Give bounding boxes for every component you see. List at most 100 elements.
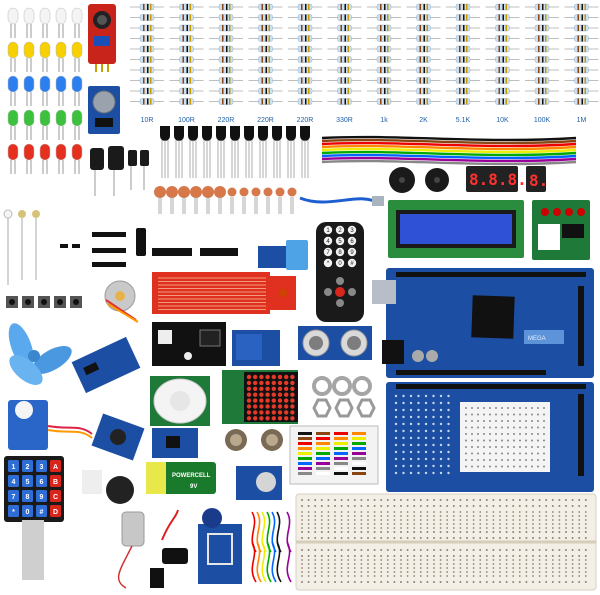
resistor-value-label: 220R (218, 117, 235, 124)
led (7, 41, 19, 59)
jumper-wire (321, 159, 577, 166)
matrix-dot (265, 398, 270, 403)
led-assortment (7, 7, 83, 174)
servo-motor (8, 400, 93, 450)
dupont-jumper-wires (321, 135, 577, 169)
matrix-dot (259, 380, 264, 386)
ceramic-capacitor (214, 186, 226, 198)
matrix-dot (253, 398, 258, 403)
led-dot-matrix (222, 370, 298, 424)
keypad-key (22, 475, 33, 487)
matrix-dot (277, 410, 283, 415)
matrix-dot (271, 416, 276, 421)
keypad-key-label: A (53, 464, 58, 471)
remote-key (335, 247, 345, 257)
jumper-wire (256, 541, 262, 583)
transistor (202, 126, 212, 141)
led (7, 75, 19, 93)
led (7, 7, 19, 25)
matrix-dot (259, 410, 264, 415)
resistor-value-label: 100K (534, 117, 551, 124)
keypad-key-label: 2 (26, 464, 30, 471)
matrix-dot (277, 380, 283, 386)
matrix-dot (277, 398, 283, 403)
flame-sensor-module (71, 336, 141, 394)
keypad-key-label: # (40, 509, 44, 516)
keypad-key (50, 475, 61, 487)
pin-headers (92, 228, 238, 267)
keypad-key-label: D (53, 509, 58, 516)
nuts-and-washers (312, 376, 376, 418)
jumper-wire (321, 147, 577, 154)
remote-key-label: 2 (338, 228, 342, 234)
matrix-dot (277, 374, 283, 380)
led (23, 41, 35, 59)
transistor (244, 126, 254, 141)
remote-key (347, 258, 357, 268)
ceramic-capacitors (154, 186, 297, 214)
matrix-dot (259, 416, 264, 421)
led (55, 109, 67, 127)
matrix-dot (284, 380, 289, 386)
led (55, 75, 67, 93)
remote-key (323, 247, 333, 257)
matrix-dot (284, 392, 289, 397)
keypad-key-label: * (12, 509, 15, 516)
matrix-dot (246, 392, 252, 397)
jumper-wire (321, 144, 577, 151)
matrix-dot (284, 404, 289, 409)
matrix-dot (284, 374, 289, 380)
matrix-dot (290, 374, 295, 380)
resistor-assortment (130, 3, 599, 105)
matrix-dot (271, 374, 276, 380)
keypad-key-label: C (53, 494, 58, 501)
led (71, 109, 83, 127)
matrix-dot (253, 374, 258, 380)
keypad-key (22, 490, 33, 502)
ceramic-capacitor (154, 186, 166, 198)
remote-key (347, 236, 357, 246)
keypad-key (50, 490, 61, 502)
led (23, 109, 35, 127)
ultrasonic-sensor (298, 326, 372, 360)
breadboards (295, 493, 597, 591)
ceramic-capacitor (227, 187, 237, 197)
joystick-cap (82, 470, 134, 504)
jumper-wire (271, 541, 277, 583)
matrix-dot (259, 398, 264, 403)
matrix-dot (246, 374, 252, 380)
matrix-dot (246, 398, 252, 403)
ceramic-capacitor (190, 186, 202, 198)
matrix-dot (277, 386, 283, 391)
led (39, 143, 51, 161)
arduino-mega-board: MEGA (372, 268, 594, 378)
matrix-dot (246, 380, 252, 386)
ceramic-capacitor (263, 187, 273, 197)
prototype-shield (386, 382, 594, 492)
rotary-encoder (236, 466, 282, 500)
matrix-dot (271, 398, 276, 403)
joystick-module (91, 413, 145, 461)
jumper-wire (251, 541, 257, 583)
keypad-key-label: 5 (26, 479, 30, 486)
matrix-dot (271, 386, 276, 391)
resistor-color-card (289, 425, 379, 485)
lcd-1602-display (388, 200, 524, 258)
keypad-key-label: 4 (12, 479, 16, 486)
jumper-wire (321, 138, 577, 145)
matrix-dot (284, 386, 289, 391)
led (39, 109, 51, 127)
remote-key-label: 5 (338, 239, 342, 245)
remote-key-label: * (327, 261, 330, 267)
mega-board-label: MEGA (528, 336, 546, 342)
matrix-dot (265, 404, 270, 409)
matrix-dot (271, 410, 276, 415)
remote-key (335, 236, 345, 246)
matrix-dot (246, 404, 252, 409)
ceramic-capacitor (239, 187, 249, 197)
transistor (216, 126, 226, 141)
push-buttons (6, 296, 82, 308)
led (71, 41, 83, 59)
